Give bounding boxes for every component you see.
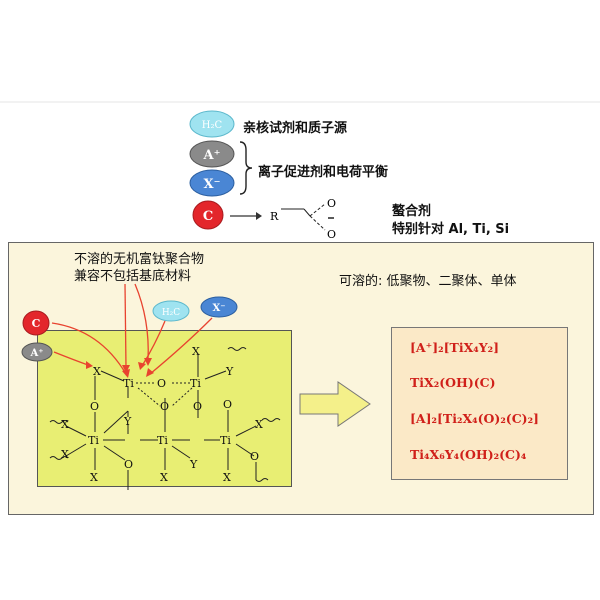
atom-y: Y [123, 415, 132, 428]
h2c-ball [189, 110, 235, 138]
bond [235, 425, 257, 437]
c-ball [192, 200, 224, 230]
legend-graphic: H₂C A⁺ X⁻ C R O O [0, 101, 600, 240]
atom-o: O [193, 400, 202, 413]
atom-x: X [93, 365, 101, 378]
atom-o: O [90, 400, 99, 413]
atom-x: X [160, 471, 168, 484]
x-minus-ball [189, 169, 235, 197]
atom-ti: Ti [88, 434, 99, 447]
atom-o: O [124, 458, 133, 471]
red-arrow-4 [134, 283, 149, 361]
bond [103, 445, 126, 461]
chelator-title: 螯合剂 [392, 204, 432, 219]
atom-labels: X Ti Ti X Y O O O O O Y Ti Ti Ti X X X O… [61, 345, 263, 484]
chelate-o-bottom: O [327, 228, 336, 240]
bond [171, 445, 191, 459]
product-3: [A]₂[Ti₂X₄(O)₂(C)₂] [410, 411, 539, 426]
atom-ti: Ti [220, 434, 231, 447]
atom-o: O [160, 400, 169, 413]
atom-x: X [255, 418, 263, 431]
red-arrow-head-4 [144, 358, 152, 366]
bond [65, 443, 87, 457]
panel-x-ball-label: X⁻ [212, 303, 225, 314]
red-arrow-head-2 [86, 361, 93, 369]
soluble-products-box [391, 327, 568, 480]
chelate-bond-c [303, 208, 311, 217]
red-arrow-heads [86, 358, 154, 378]
curly-brace [239, 141, 253, 195]
chelate-bond-up [309, 203, 326, 217]
bond [204, 370, 227, 380]
atom-x: X [61, 418, 69, 431]
atom-o: O [223, 398, 232, 411]
red-arrow-3 [124, 283, 127, 369]
bonds [65, 355, 257, 490]
wavy-bonds [49, 347, 281, 482]
atom-y: Y [189, 458, 198, 471]
red-arrow-1 [51, 322, 127, 375]
red-arrow-2 [53, 351, 89, 366]
red-arrow-head-5 [138, 362, 146, 370]
wavy-bond [255, 478, 269, 482]
red-arrow-head-6 [146, 368, 154, 377]
legend-arrow-head [256, 212, 262, 220]
wavy-bond [49, 420, 69, 424]
promoter-description: 离子促进剂和电荷平衡 [258, 165, 389, 180]
atom-ti: Ti [123, 377, 134, 390]
wavy-bond [261, 418, 281, 422]
a-plus-ball-label: A⁺ [203, 148, 221, 163]
atom-ti: Ti [190, 377, 201, 390]
reaction-arrow [299, 381, 371, 427]
wavy-bond [49, 456, 69, 460]
atom-x: X [192, 345, 200, 358]
soluble-label: 可溶的: 低聚物、二聚体、单体 [339, 274, 517, 289]
red-arrow-5 [141, 320, 166, 367]
atom-o: O [250, 450, 259, 463]
bond [171, 387, 193, 407]
insoluble-label-line1: 不溶的无机富钛聚合物 [74, 252, 205, 267]
product-2: TiX₂(OH)(C) [410, 375, 496, 390]
a-plus-ball [189, 140, 235, 168]
panel-c-ball [22, 310, 50, 336]
panel-a-ball-label: A⁺ [29, 348, 43, 359]
atom-x: X [61, 448, 69, 461]
product-4: Ti₄X₆Y₄(OH)₂(C)₄ [410, 447, 527, 462]
panel-a-ball [21, 342, 53, 362]
bond [235, 443, 255, 457]
insoluble-label: 不溶的无机富钛聚合物 兼容不包括基底材料 [74, 251, 204, 285]
panel-x-ball [200, 296, 238, 318]
bond [65, 425, 87, 437]
chelate-o-top: O [327, 197, 336, 210]
bond [103, 410, 129, 434]
chelate-bond-down [309, 215, 326, 231]
panel-h2c-ball [152, 300, 190, 322]
wavy-bond [227, 347, 247, 351]
chelate-r: R [270, 210, 279, 223]
bond [100, 370, 125, 382]
red-arrow-head-3 [122, 365, 130, 373]
c-ball-label: C [203, 209, 213, 224]
x-minus-ball-label: X⁻ [204, 177, 221, 192]
panel-c-ball-label: C [32, 317, 41, 330]
atom-x: X [90, 471, 98, 484]
red-arrows [51, 283, 213, 375]
atom-o: O [157, 377, 166, 390]
red-arrow-head-1 [122, 369, 130, 378]
chelator-subtitle: 特别针对 Al, Ti, Si [392, 222, 510, 237]
insoluble-label-line2: 兼容不包括基底材料 [74, 269, 192, 284]
h2c-description: 亲核试剂和质子源 [243, 121, 348, 136]
h2c-ball-label: H₂C [202, 120, 223, 131]
atom-ti: Ti [157, 434, 168, 447]
atom-y: Y [225, 365, 234, 378]
atom-x: X [223, 471, 231, 484]
product-1: [A⁺]₂[TiX₄Y₂] [410, 340, 500, 355]
panel-h2c-ball-label: H₂C [162, 308, 180, 318]
bond [137, 387, 161, 407]
red-arrow-6 [149, 317, 213, 375]
